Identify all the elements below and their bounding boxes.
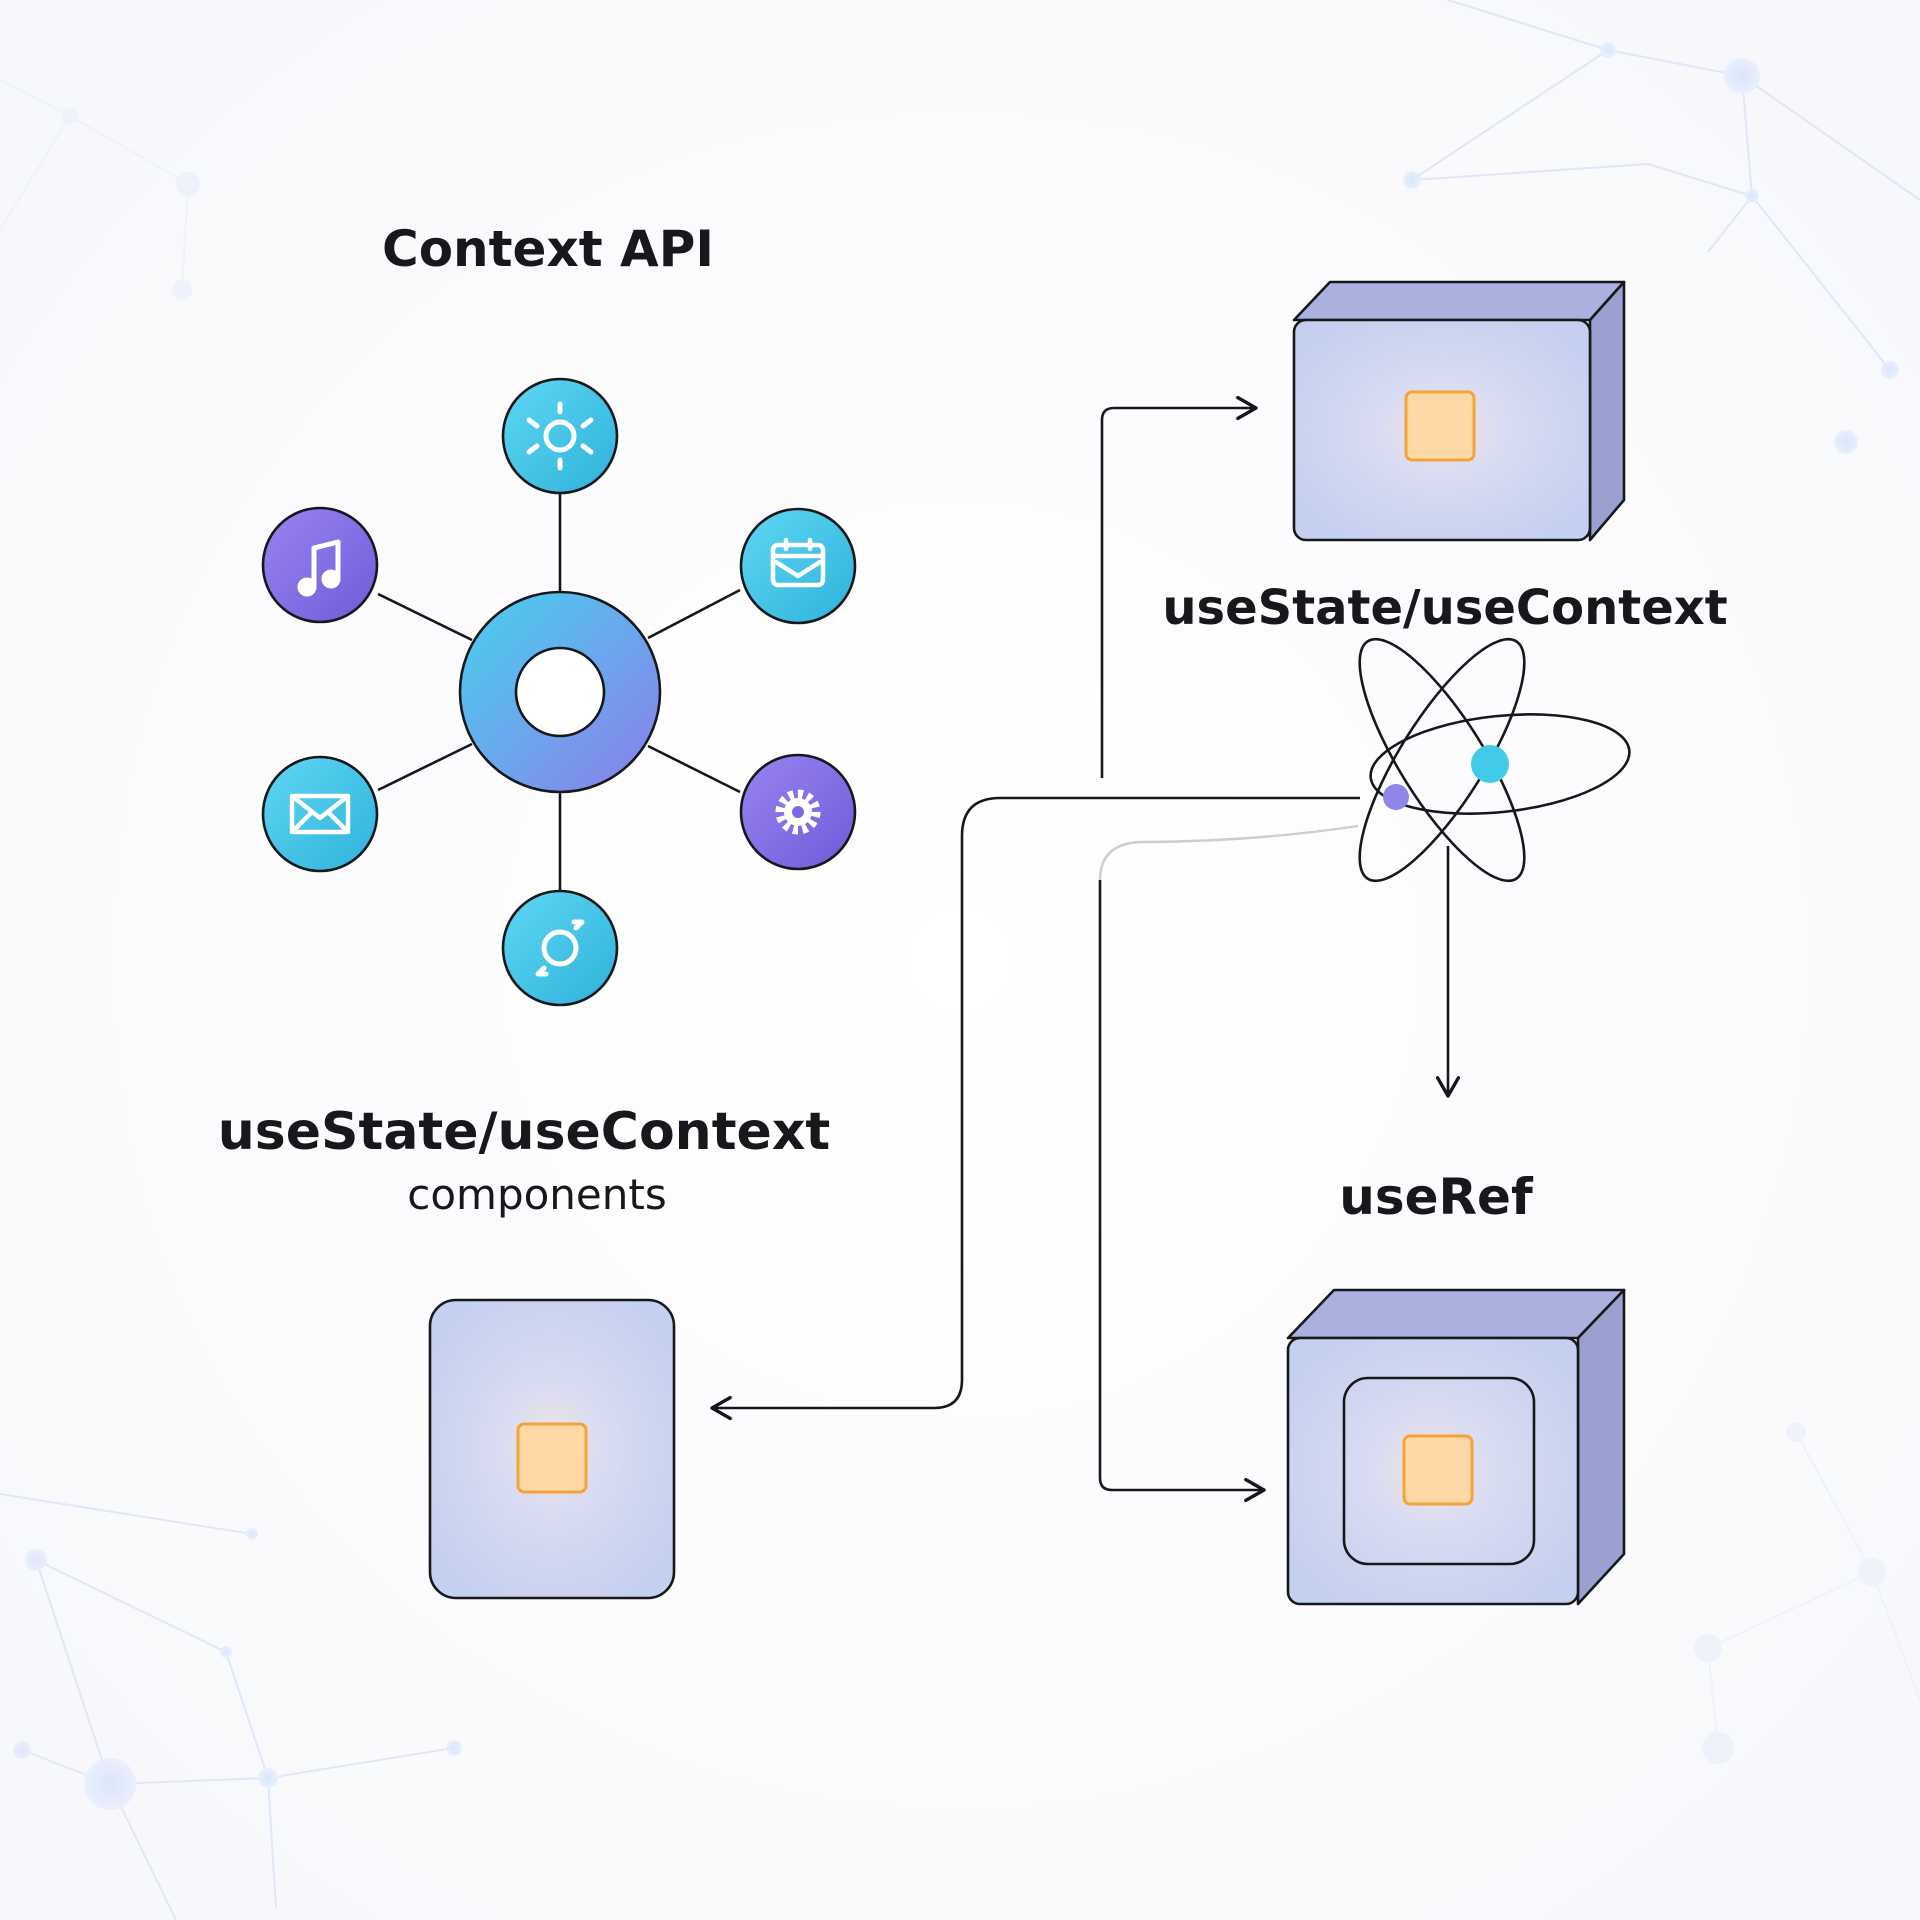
sync-icon-node: [501, 889, 619, 1007]
background-dots-top-right: [1403, 42, 1899, 454]
faint-connector: [1098, 824, 1359, 881]
connector-to-components-box: [710, 796, 1360, 1421]
background-dots-bottom-left: [13, 1528, 462, 1810]
virus-icon-node: [501, 377, 619, 495]
refresh-icon: [535, 919, 585, 977]
background-dots-top-left: [62, 108, 200, 300]
ring-hub: [458, 590, 662, 794]
hub-spokes: [377, 492, 741, 892]
state-label-top: useState/useContext: [1162, 580, 1728, 636]
state-label-bottom: useState/useContext: [217, 1102, 831, 1162]
useref-chip: [1402, 1434, 1474, 1506]
bug-icon: [526, 401, 594, 471]
context-api-title: Context API: [382, 220, 714, 278]
state-box-top: [1292, 280, 1626, 542]
background-dots-bottom-right: [1694, 1422, 1886, 1764]
background-network-bottom-left: [0, 1493, 455, 1920]
state-chip-top: [1404, 390, 1476, 462]
calendar-icon-node: [739, 507, 857, 625]
background-network-bottom-right: [1707, 1431, 1920, 1749]
atom-electron-purple: [1383, 784, 1409, 810]
background-network-top-right: [1411, 0, 1920, 371]
connector-to-top-box: [1100, 395, 1258, 778]
atom-icon: [1358, 637, 1631, 883]
gear-icon: [775, 789, 821, 835]
background-network-top-left: [0, 79, 189, 291]
music-icon-node: [261, 506, 379, 624]
components-chip: [516, 1422, 588, 1494]
components-box: [428, 1298, 676, 1600]
settings-icon-node: [739, 753, 857, 871]
mail-icon-node: [261, 755, 379, 873]
useref-label: useRef: [1339, 1168, 1533, 1226]
components-label: components: [407, 1170, 667, 1219]
mail-icon: [289, 793, 351, 835]
calendar-mail-icon: [770, 537, 826, 588]
atom-electron-cyan: [1471, 745, 1509, 783]
useref-box: [1286, 1288, 1626, 1606]
music-icon: [297, 539, 341, 597]
connector-to-useref-box: [1098, 880, 1266, 1503]
